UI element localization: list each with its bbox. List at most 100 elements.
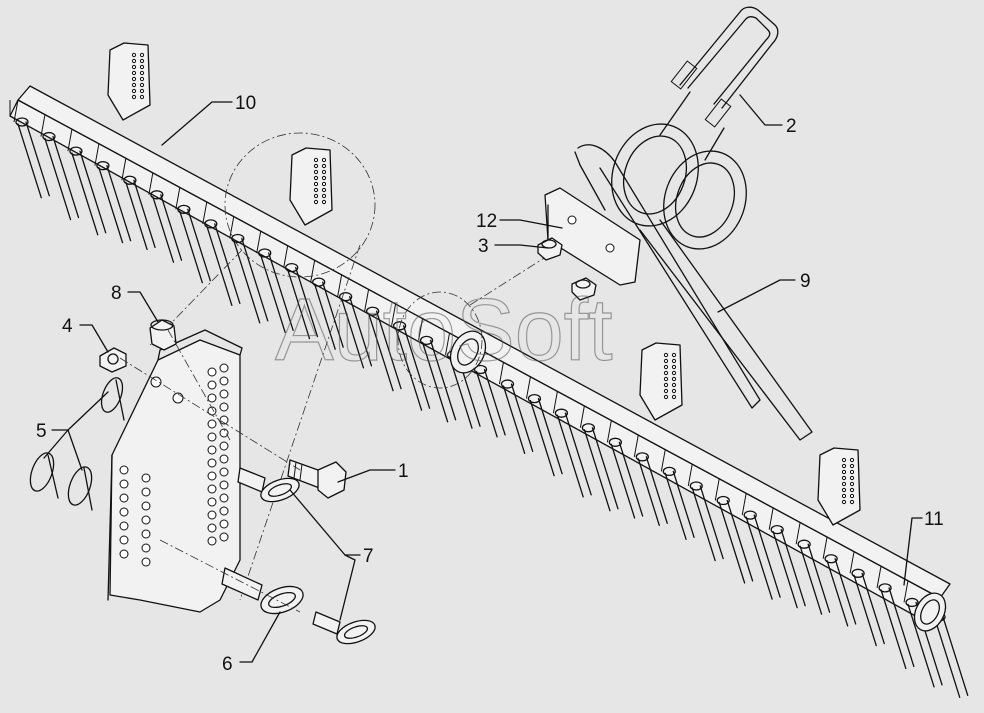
tine [834,558,857,625]
bracket-hole [841,463,847,469]
tine [295,266,319,338]
callout-12: 12 [476,211,497,232]
bracket-hole [313,169,319,175]
tine [753,514,781,598]
tine-coil [15,117,29,127]
tine [448,356,473,429]
callout-4: 4 [62,316,73,337]
bracket-hole [663,364,669,370]
bar-segment-line [768,507,774,530]
bracket-hole [671,364,677,370]
tine-coil [689,481,703,491]
pin-upper [237,467,300,503]
bracket-hole [313,193,319,199]
bracket-hole [321,169,327,175]
plate-hole [207,393,217,403]
tine [799,545,823,615]
bar-segment-line [849,551,855,574]
plate-hole [141,543,151,553]
bar-end-ring [913,592,947,632]
plate-holes [119,363,229,567]
tine-coil [527,393,542,404]
tine [610,443,636,519]
tine [807,543,831,613]
tine [934,618,961,698]
u-bolt [659,6,779,161]
tine-coil [824,554,838,564]
bracket-hole [849,493,855,499]
plate-hole [207,523,217,533]
bar-segment-line [498,361,504,385]
bracket-hole [321,193,327,199]
bracket-hole [313,187,319,193]
plate-hole [219,402,229,412]
plate-hole [207,484,217,494]
plate-hole [207,536,217,546]
bracket-hole [139,76,145,82]
bar-segment-line [310,260,316,283]
tine [375,310,402,390]
spacer-sleeve [149,319,177,351]
bracket-hole [849,499,855,505]
bar-segment-line [714,478,720,501]
tine [421,341,449,423]
tine-coil [258,248,272,258]
tine [510,383,534,452]
tine [348,296,373,367]
linch-pin-b [29,452,59,499]
tine [402,325,431,409]
bracket-hole [321,175,327,181]
plate-hole [119,549,129,559]
callout-11: 11 [924,509,944,530]
bracket-hole [131,88,137,94]
bracket-hole [131,64,137,70]
bracket-hole [321,199,327,205]
tine [780,528,806,607]
tine-coil [878,583,892,593]
tine [672,470,695,538]
plate-hole [219,467,229,477]
plate-hole [219,415,229,425]
callout-8: 8 [111,283,122,304]
callout-3: 3 [478,236,489,257]
bar-segment-line [741,492,747,516]
callout-10: 10 [235,93,256,114]
tine-coil [743,510,757,520]
tine [618,441,644,517]
bracket-hole [849,481,855,487]
tine [556,414,584,498]
tine-coil [500,379,515,389]
plate-hole [119,535,129,545]
tine [745,516,773,600]
plate-hole [219,519,229,529]
tine-coil [338,292,353,302]
bar-segment-line [795,522,801,545]
tine [214,223,241,304]
bracket-hole [321,157,327,163]
bracket-hole [849,475,855,481]
plate-hole [207,432,217,442]
bolt [287,459,347,499]
plate-hole [141,515,151,525]
plate-hole [119,465,129,475]
bracket-hole [321,187,327,193]
bracket-hole [663,358,669,364]
bracket-hole [321,181,327,187]
plate-hole [219,454,229,464]
plate-hole [119,493,129,503]
tine [160,194,183,261]
tine [880,589,907,670]
bracket-hole [131,76,137,82]
spring-tine-coil [574,123,813,441]
tine-coil [608,437,623,447]
bracket-hole [313,175,319,181]
bracket-hole [671,382,677,388]
tine [322,281,344,348]
plate-hole [207,367,217,377]
tine-coil [177,204,191,215]
tine [17,123,42,199]
tine [475,370,498,438]
plate-hole [141,487,151,497]
bar-segment-line [202,201,208,225]
